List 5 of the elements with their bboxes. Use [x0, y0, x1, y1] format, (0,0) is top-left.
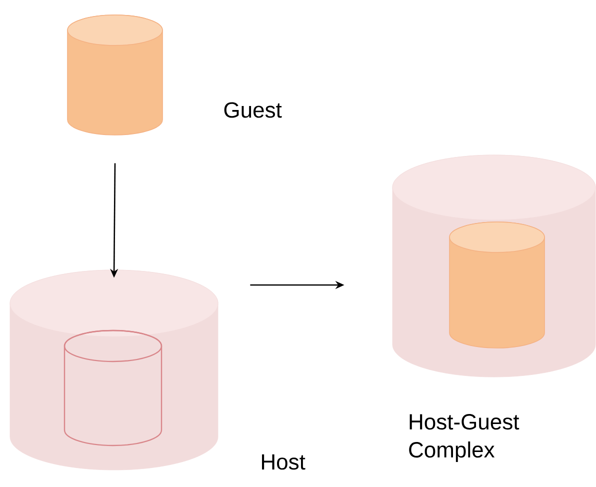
- cylinder-drawing: [64, 330, 162, 446]
- cylinder-label: Guest: [224, 102, 282, 118]
- cylinder-drawing: [449, 222, 545, 348]
- cylinder-label: Host-Guest Complex: [409, 414, 520, 462]
- cylinder-label: Host: [262, 454, 306, 470]
